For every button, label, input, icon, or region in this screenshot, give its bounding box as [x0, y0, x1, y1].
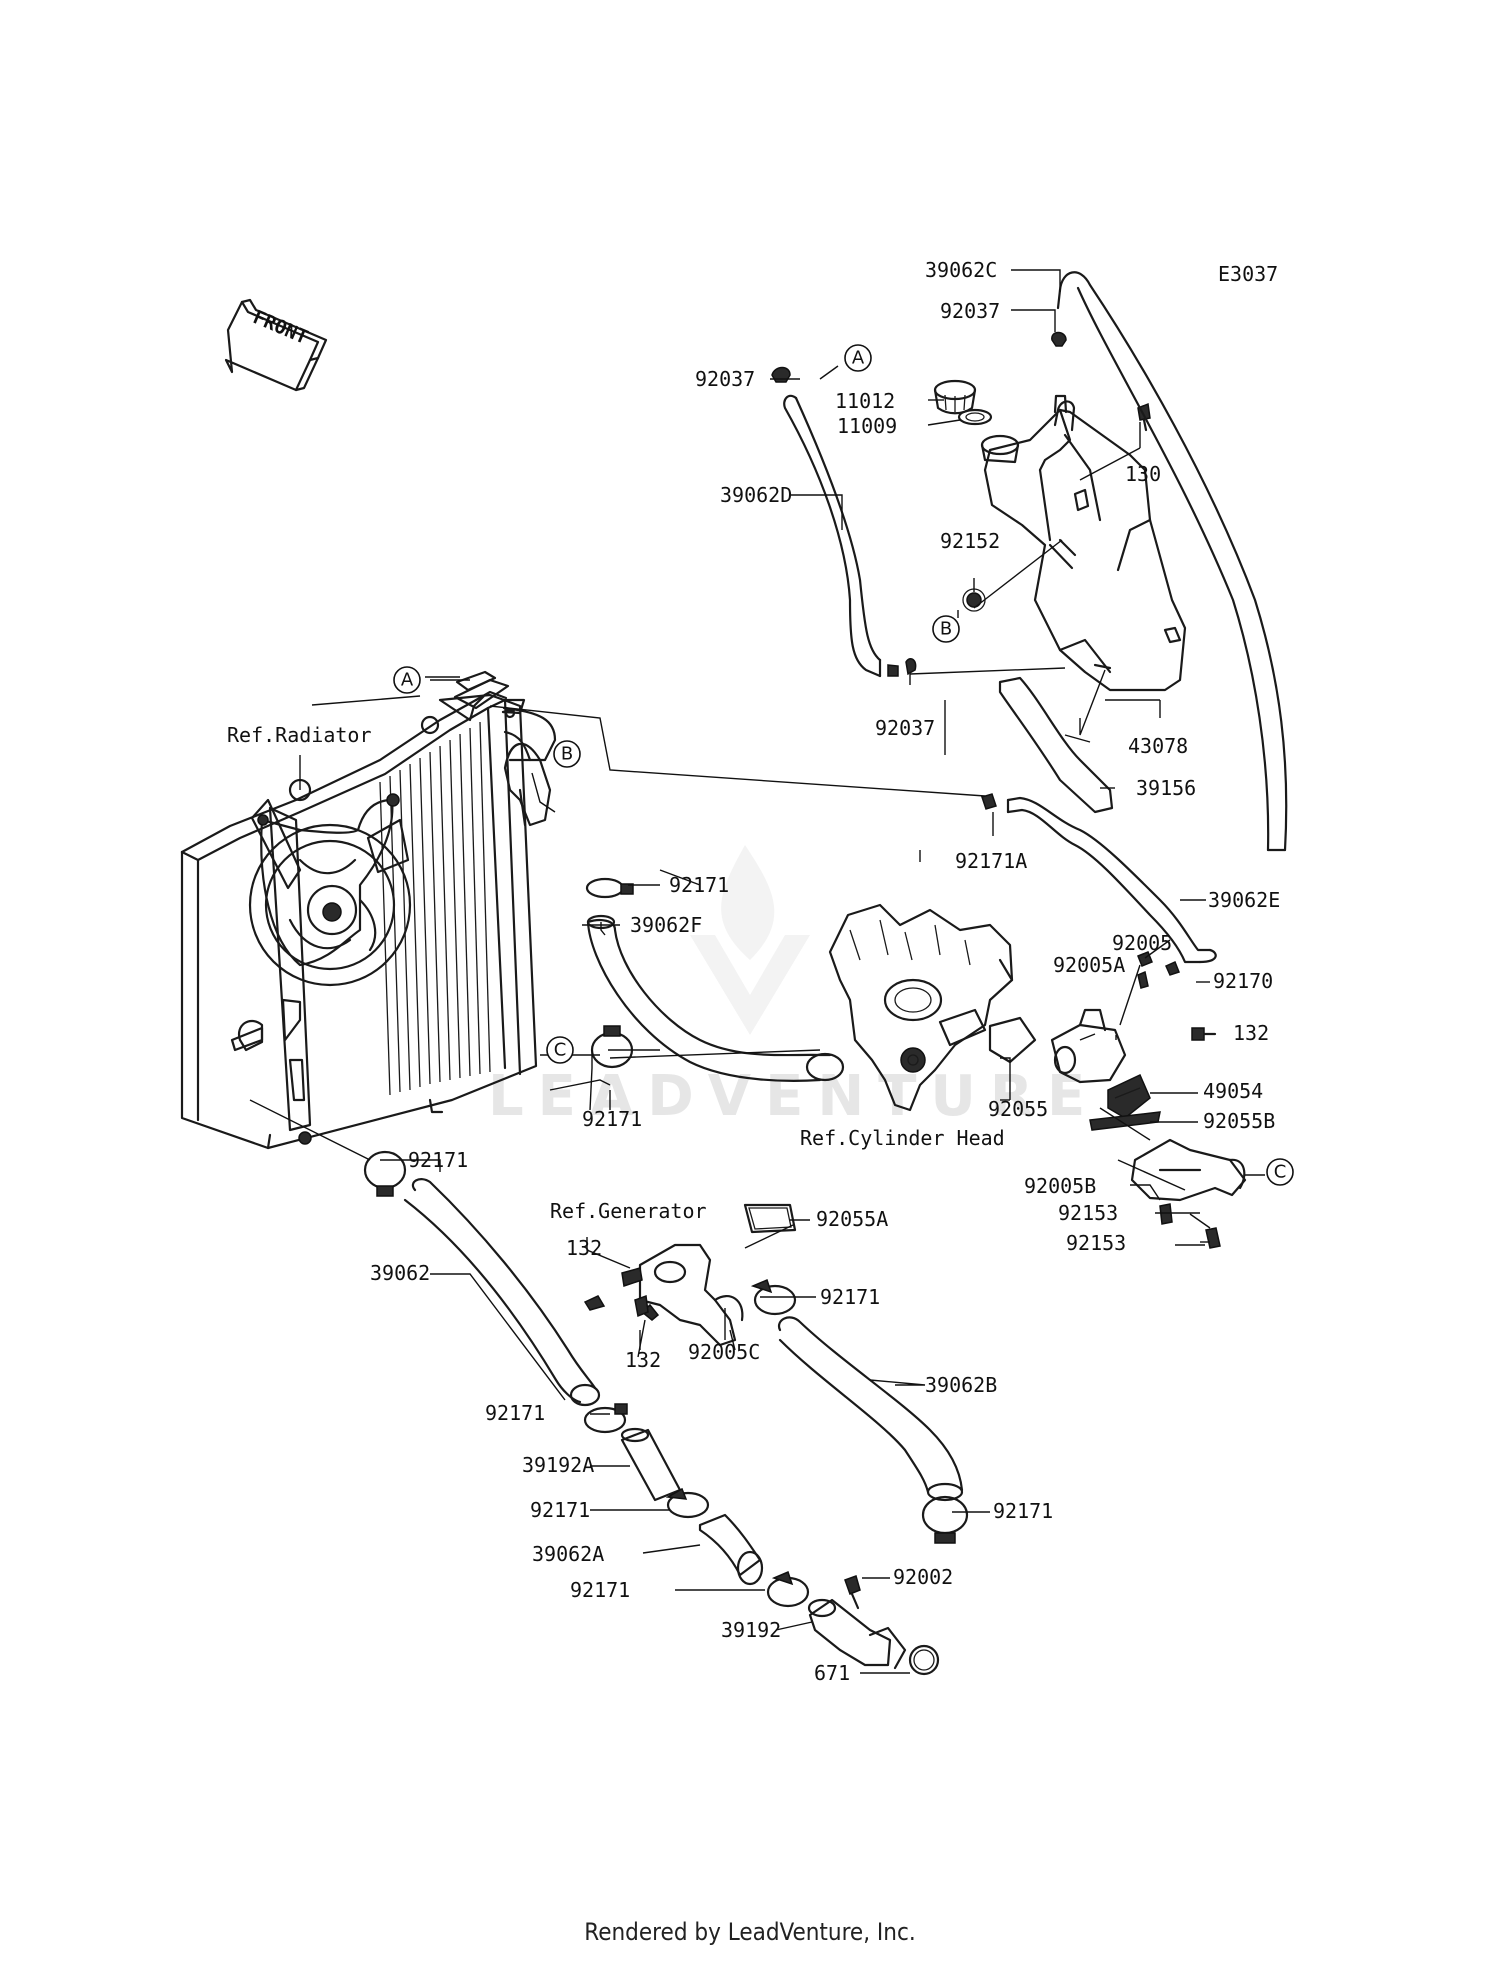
- part-label: 49054: [1203, 1079, 1263, 1103]
- part-label: 92055: [988, 1097, 1048, 1121]
- part-label: 92153: [1058, 1201, 1118, 1225]
- leader-lines: [249, 269, 1265, 1674]
- front-label: FRONT: [250, 306, 311, 349]
- water-pump-housing: [583, 1243, 744, 1347]
- callout-a-radiator: A: [393, 666, 421, 694]
- ref-cylinder-head-label: Ref.Cylinder Head: [800, 1126, 1005, 1150]
- thermostat-cover: [1130, 1138, 1247, 1249]
- reservoir-cap: [933, 379, 977, 415]
- svg-text:C: C: [1274, 1162, 1287, 1183]
- part-label: 92171: [582, 1107, 642, 1131]
- radiator: [180, 670, 557, 1150]
- hose-39062a: [698, 1513, 764, 1586]
- part-label: 132: [625, 1348, 661, 1372]
- gasket-92055a-inner: [748, 1207, 792, 1230]
- part-label: 92170: [1213, 969, 1273, 993]
- part-label: 92171A: [955, 849, 1027, 873]
- part-label: 671: [814, 1661, 850, 1685]
- thermostat-housing: [1050, 951, 1217, 1084]
- part-label: 92171: [485, 1401, 545, 1425]
- part-label: 92055A: [816, 1207, 888, 1231]
- gasket-92055: [988, 1016, 1037, 1064]
- ref-radiator-label: Ref.Radiator: [227, 723, 372, 747]
- breather-hose: [1056, 271, 1288, 852]
- o-ring-671-inner: [913, 1649, 935, 1671]
- pump-outlet-hose: [777, 1316, 964, 1502]
- tank-nipple: [1053, 394, 1068, 414]
- lower-radiator-hose: [403, 1178, 601, 1407]
- pipe-39192a: [620, 1427, 682, 1502]
- part-label: 92037: [940, 299, 1000, 323]
- part-label: 92005A: [1053, 953, 1125, 977]
- part-label: 92002: [893, 1565, 953, 1589]
- cylinder-head: [828, 903, 1014, 1112]
- svg-text:B: B: [561, 744, 573, 765]
- part-label: 92055B: [1203, 1109, 1275, 1133]
- footer-credit: Rendered by LeadVenture, Inc.: [584, 1918, 916, 1946]
- part-label: 39192: [721, 1618, 781, 1642]
- hose-clamp-icons: [363, 877, 969, 1608]
- front-arrow-icon: FRONT: [224, 298, 328, 392]
- reservoir-tank: [983, 400, 1187, 692]
- thermostat: [1107, 1073, 1151, 1119]
- part-label: 39062B: [925, 1373, 997, 1397]
- part-label: 39062E: [1208, 888, 1280, 912]
- callout-c-cover: C: [1266, 1158, 1294, 1186]
- clamp-92037-top: [1051, 331, 1067, 347]
- callout-a-top: A: [844, 344, 872, 372]
- part-label: 92152: [940, 529, 1000, 553]
- part-label: 39062F: [630, 913, 702, 937]
- gasket-92055a: [743, 1203, 797, 1234]
- radiator-tank-hose: [981, 793, 1217, 976]
- cap-gasket: [957, 408, 993, 426]
- part-label: 39156: [1136, 776, 1196, 800]
- part-label: 92171: [820, 1285, 880, 1309]
- callout-b-tank: B: [932, 615, 960, 643]
- part-label: 39192A: [522, 1453, 594, 1477]
- callout-b-radiator: B: [553, 740, 581, 768]
- part-label: 43078: [1128, 734, 1188, 758]
- callout-c-hose: C: [546, 1036, 574, 1064]
- part-label: 11012: [835, 389, 895, 413]
- part-label: 92005B: [1024, 1174, 1096, 1198]
- part-label: 132: [1233, 1021, 1269, 1045]
- part-label: 92037: [695, 367, 755, 391]
- watermark-logo: [690, 845, 810, 1035]
- svg-text:A: A: [852, 348, 865, 369]
- part-label: 92005: [1112, 931, 1172, 955]
- part-label: 130: [1125, 462, 1161, 486]
- part-label: 92171: [669, 873, 729, 897]
- filler-neck: [980, 434, 1020, 464]
- part-label: 39062A: [532, 1542, 604, 1566]
- part-label: 92037: [875, 716, 935, 740]
- part-label: 39062C: [925, 258, 997, 282]
- svg-text:C: C: [554, 1040, 567, 1061]
- part-label: 39062D: [720, 483, 792, 507]
- part-label: 11009: [837, 414, 897, 438]
- diagram-code: E3037: [1218, 262, 1279, 286]
- watermark: LEADVENTURE: [488, 1064, 1099, 1129]
- radiator-upper-outlet: [503, 742, 552, 827]
- part-label: 92171: [530, 1498, 590, 1522]
- pipe-39192: [807, 1575, 907, 1670]
- part-label: 92005C: [688, 1340, 760, 1364]
- o-ring-671: [908, 1644, 940, 1676]
- part-label: 39062: [370, 1261, 430, 1285]
- ref-generator-label: Ref.Generator: [550, 1199, 707, 1223]
- tank-protector: [998, 676, 1114, 814]
- svg-text:A: A: [401, 670, 414, 691]
- part-label: 92171: [993, 1499, 1053, 1523]
- part-label: 132: [566, 1236, 602, 1260]
- part-label: 92171: [408, 1148, 468, 1172]
- part-label: 92171: [570, 1578, 630, 1602]
- part-label: 92153: [1066, 1231, 1126, 1255]
- svg-text:B: B: [940, 619, 952, 640]
- part-labels: 39062C 92037 92037 11012 11009 130 39062…: [370, 258, 1280, 1685]
